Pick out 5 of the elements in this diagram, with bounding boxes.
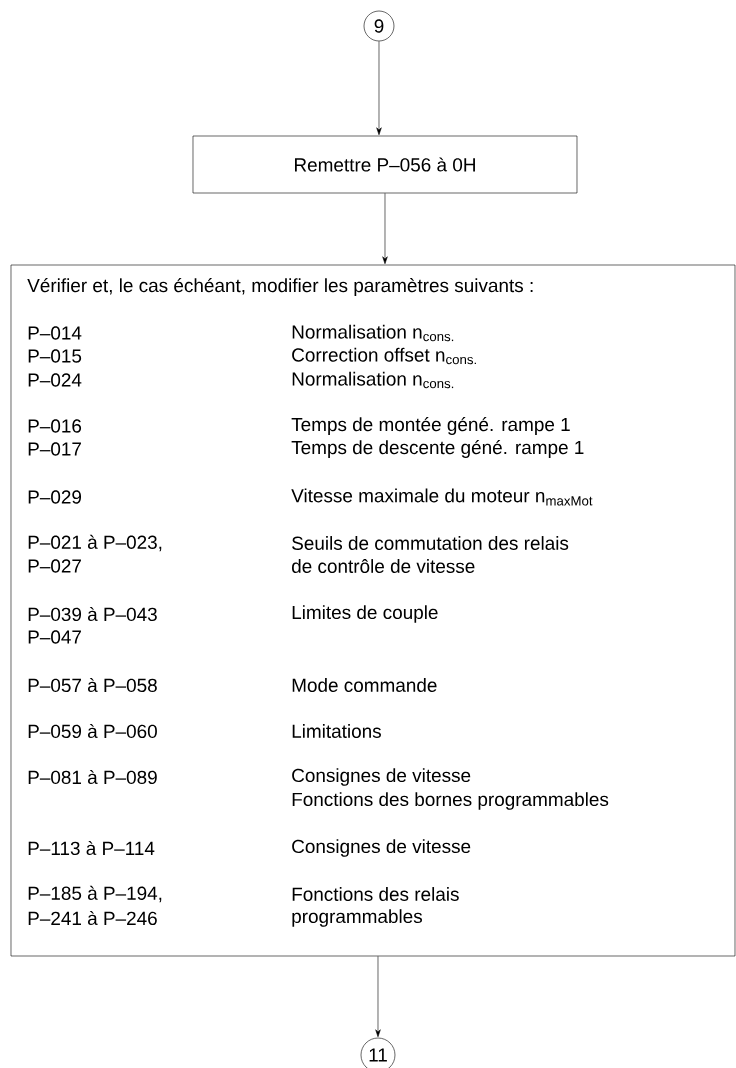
process-box: Remettre P–056 à 0H bbox=[192, 135, 578, 194]
arrow bbox=[382, 193, 388, 265]
checklist-box: Vérifier et, le cas échéant, modifier les paramètres suivants : P–014 Normalisation n$_{cons.}$ P–015 Correction offset n$_{cons.}$ P–024 Normalisation n$_{cons.}$ P–016 Temps de montée géné. rampe 1 P–017 Temps de descente géné. rampe 1 P–029 Vitesse maximale du moteur n$_{maxMot}$ P–021 à P–023, Seuils de commutation des relais P–027 de contrôle de vitesse P–039 à P–043 Limites de couple P–047 P–057 à P–058 Mode commande P–059 à P–060 Limitations P–081 à P–089 Consignes de vitesse Fonctions des bornes programmables P–113 à P–114 Consignes de vitesse P–185 à P–194, Fonctions des relais P–241 à P–246 programmables bbox=[10, 264, 736, 957]
arrow bbox=[376, 41, 382, 136]
arrow bbox=[375, 956, 381, 1038]
